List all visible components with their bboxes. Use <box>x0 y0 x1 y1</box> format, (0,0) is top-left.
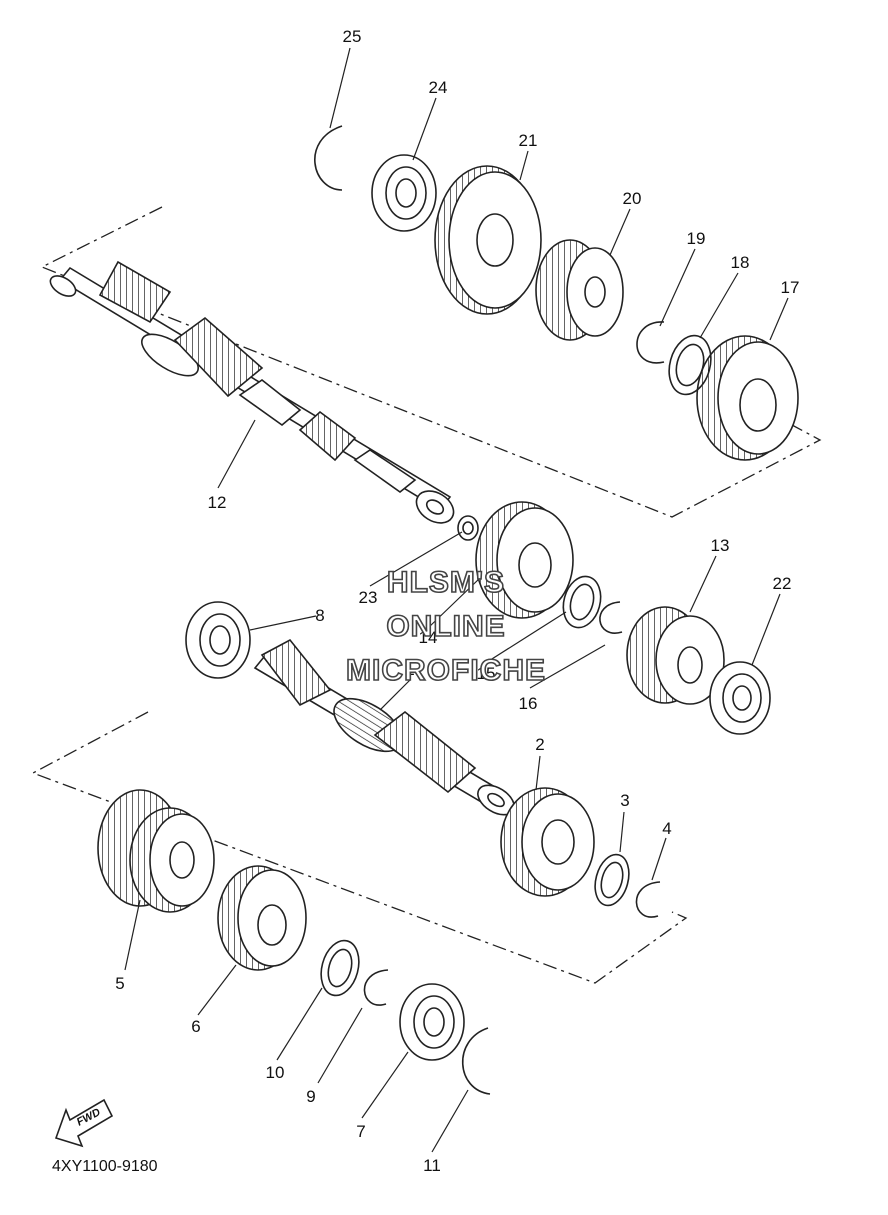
circlip-11[interactable] <box>461 1027 491 1095</box>
callout-23: 23 <box>359 588 378 607</box>
upper-group-outline <box>40 206 822 518</box>
callout-5: 5 <box>115 974 124 993</box>
circlip-19[interactable] <box>636 321 665 364</box>
gear-5[interactable] <box>97 789 215 913</box>
lower-group-outline <box>31 711 688 984</box>
callout-8: 8 <box>315 606 324 625</box>
collar-23[interactable] <box>457 515 479 541</box>
callout-11: 11 <box>423 1156 441 1175</box>
circlip-25[interactable] <box>314 125 343 191</box>
callout-14: 14 <box>419 628 438 647</box>
washer-10[interactable] <box>315 936 364 999</box>
watermark-line-3: MICROFICHE <box>346 654 546 687</box>
callout-1: 1 <box>405 660 414 679</box>
watermark-line-2: ONLINE <box>386 610 505 643</box>
gear-13[interactable] <box>626 606 725 705</box>
bearing-7[interactable] <box>399 983 465 1061</box>
callout-25: 25 <box>343 27 362 46</box>
callout-13: 13 <box>711 536 730 555</box>
callout-22: 22 <box>773 574 792 593</box>
callout-7: 7 <box>356 1122 365 1141</box>
bearing-22[interactable] <box>709 661 771 735</box>
watermark: HLSM'S ONLINE MICROFICHE <box>345 565 546 688</box>
leader-lines <box>124 47 789 1153</box>
callout-15: 15 <box>477 664 496 683</box>
diagram-code: 4XY1100-9180 <box>52 1158 158 1175</box>
gear-14[interactable] <box>475 501 574 619</box>
callout-17: 17 <box>781 278 800 297</box>
callout-3: 3 <box>620 791 629 810</box>
callout-20: 20 <box>623 189 642 208</box>
callout-12: 12 <box>208 493 227 512</box>
main-axle-12[interactable] <box>47 260 459 529</box>
circlip-9[interactable] <box>363 969 389 1006</box>
washer-3[interactable] <box>590 851 634 910</box>
callout-24: 24 <box>429 78 448 97</box>
callout-4: 4 <box>662 819 671 838</box>
gear-21[interactable] <box>434 165 542 315</box>
callout-19: 19 <box>687 229 706 248</box>
callout-6: 6 <box>191 1017 200 1036</box>
circlip-4[interactable] <box>635 881 661 918</box>
bearing-8[interactable] <box>185 601 251 679</box>
gear-20[interactable] <box>535 239 624 341</box>
callout-16: 16 <box>519 694 538 713</box>
bearing-24[interactable] <box>371 154 437 232</box>
callout-18: 18 <box>731 253 750 272</box>
washer-18[interactable] <box>663 331 717 399</box>
circlip-16[interactable] <box>599 601 623 634</box>
gear-2[interactable] <box>500 787 595 897</box>
washer-15[interactable] <box>558 572 606 632</box>
drive-axle-1[interactable] <box>253 638 519 821</box>
callout-2: 2 <box>535 735 544 754</box>
callout-9: 9 <box>306 1087 315 1106</box>
gear-6[interactable] <box>217 865 307 971</box>
fwd-arrow-icon: FWD <box>54 1098 114 1148</box>
watermark-line-1: HLSM'S <box>387 566 505 599</box>
callout-numbers: 25 24 21 20 19 18 17 12 13 22 23 8 14 15… <box>115 27 799 1175</box>
gear-17[interactable] <box>696 335 799 461</box>
callout-10: 10 <box>266 1063 285 1082</box>
callout-21: 21 <box>519 131 538 150</box>
